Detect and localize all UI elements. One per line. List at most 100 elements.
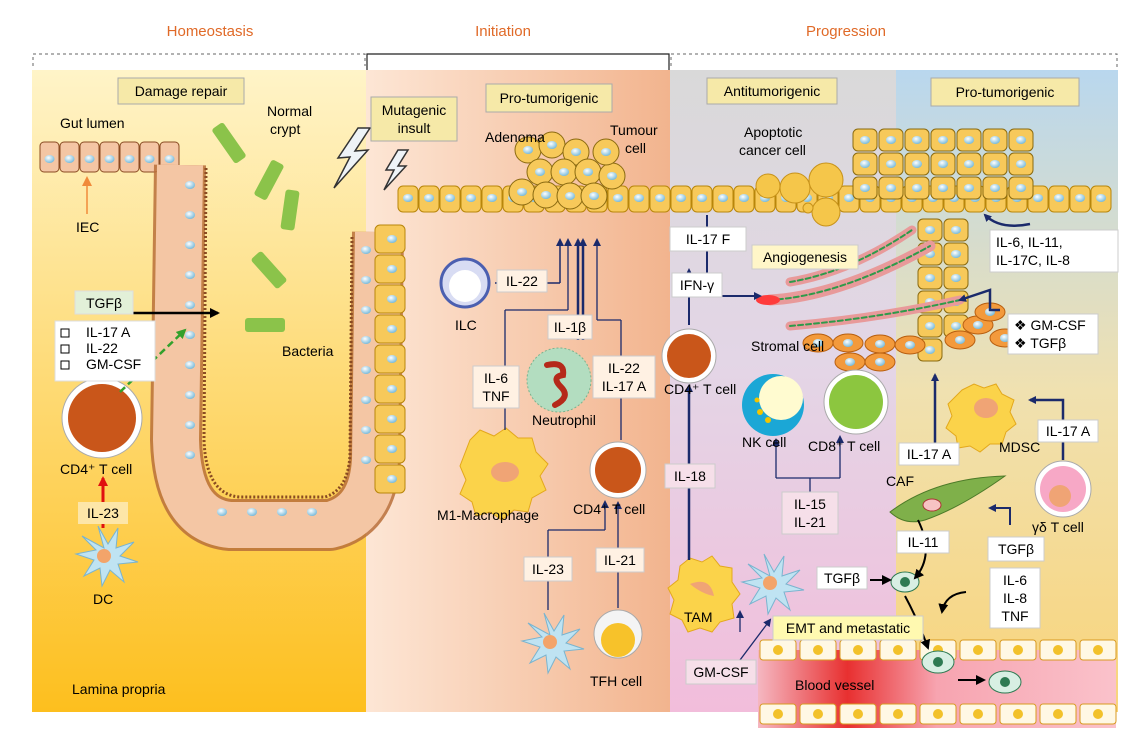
tgfb-homeostasis-label: TGFβ bbox=[86, 295, 122, 311]
cell-nucleus bbox=[84, 155, 95, 163]
cell-nucleus bbox=[813, 709, 823, 719]
tumour-cell-label-1: Tumour bbox=[610, 122, 658, 138]
cd4-t-cell-progression bbox=[661, 328, 717, 384]
lamina-propria-label: Lamina propria bbox=[72, 681, 166, 697]
cell-nucleus bbox=[559, 168, 569, 176]
cell-nucleus bbox=[1093, 709, 1103, 719]
cell-nucleus bbox=[739, 194, 749, 202]
cell-nucleus bbox=[547, 141, 557, 149]
apoptotic-cancer-cell bbox=[755, 162, 844, 227]
tnf-label: TNF bbox=[482, 388, 509, 404]
cell-nucleus bbox=[589, 192, 599, 200]
cell-nucleus bbox=[185, 421, 195, 429]
cd4-t-cell-homeostasis-label: CD4⁺ T cell bbox=[60, 461, 132, 477]
cell-nucleus bbox=[964, 136, 974, 144]
cell-nucleus bbox=[361, 396, 371, 404]
phase-homeostasis: Homeostasis bbox=[167, 23, 254, 40]
cell-nucleus bbox=[951, 250, 961, 258]
svg-text:Pro-tumorigenic: Pro-tumorigenic bbox=[956, 84, 1055, 100]
cell-nucleus bbox=[1033, 194, 1043, 202]
cell-nucleus bbox=[361, 456, 371, 464]
apoptotic-label-2: cancer cell bbox=[739, 142, 806, 158]
cell-nucleus bbox=[951, 226, 961, 234]
bacteria-rods bbox=[212, 122, 300, 332]
cell-nucleus bbox=[387, 325, 397, 333]
angiogenesis-label: Angiogenesis bbox=[763, 249, 847, 265]
svg-text:Mutagenic: Mutagenic bbox=[382, 102, 447, 118]
cell-nucleus bbox=[655, 194, 665, 202]
cell-nucleus bbox=[860, 184, 870, 192]
ilc-label: ILC bbox=[455, 317, 477, 333]
cell-nucleus bbox=[875, 340, 885, 348]
cell-nucleus bbox=[583, 168, 593, 176]
normal-crypt-label-1: Normal bbox=[267, 103, 312, 119]
cell-nucleus bbox=[990, 184, 1000, 192]
cell-nucleus bbox=[387, 265, 397, 273]
cell-nucleus bbox=[1016, 160, 1026, 168]
stromal-cell-label: Stromal cell bbox=[751, 338, 824, 354]
cd8-t-cell-label: CD8⁺ T cell bbox=[808, 438, 880, 454]
cell-nucleus bbox=[1075, 194, 1085, 202]
dendritic-cell-initiation bbox=[520, 612, 585, 675]
il21-progression-label: IL-21 bbox=[794, 514, 826, 530]
il-list-line2: IL-17C, IL-8 bbox=[996, 252, 1070, 268]
cell-nucleus bbox=[185, 361, 195, 369]
cell-nucleus bbox=[607, 172, 617, 180]
ifng-label: IFN-γ bbox=[680, 277, 714, 293]
cell-nucleus bbox=[938, 184, 948, 192]
nk-cell-label: NK cell bbox=[742, 434, 786, 450]
cell-nucleus bbox=[875, 358, 885, 366]
cell-nucleus bbox=[886, 184, 896, 192]
tam-label: TAM bbox=[684, 609, 713, 625]
cell-nucleus bbox=[601, 148, 611, 156]
cell-nucleus bbox=[387, 235, 397, 243]
tfh-cell bbox=[593, 609, 643, 659]
dendritic-cell-progression bbox=[740, 553, 805, 616]
gd-t-cell bbox=[1034, 460, 1092, 518]
cell-nucleus bbox=[361, 366, 371, 374]
cell-nucleus bbox=[718, 194, 728, 202]
cell-nucleus bbox=[185, 391, 195, 399]
cell-nucleus bbox=[387, 445, 397, 453]
tgfb-bullet: ❖ TGFβ bbox=[1014, 335, 1066, 351]
cell-nucleus bbox=[925, 226, 935, 234]
caf-cell bbox=[889, 475, 1007, 523]
caf-label: CAF bbox=[886, 473, 914, 489]
cell-nucleus bbox=[403, 194, 413, 202]
cell-nucleus bbox=[1013, 709, 1023, 719]
il17f-label: IL-17 F bbox=[686, 231, 730, 247]
cell-nucleus bbox=[853, 645, 863, 655]
cell-nucleus bbox=[487, 194, 497, 202]
cell-nucleus bbox=[517, 188, 527, 196]
cd4-t-cell-initiation bbox=[589, 441, 647, 499]
il22-il17a-line2: IL-17 A bbox=[602, 378, 647, 394]
cell-nucleus bbox=[933, 709, 943, 719]
cell-nucleus bbox=[424, 194, 434, 202]
gut-lumen-label: Gut lumen bbox=[60, 115, 125, 131]
cell-nucleus bbox=[905, 341, 915, 349]
tumour-mass bbox=[852, 128, 1034, 362]
cell-nucleus bbox=[535, 168, 545, 176]
cell-nucleus bbox=[773, 645, 783, 655]
svg-text:Antitumorigenic: Antitumorigenic bbox=[724, 83, 821, 99]
cell-nucleus bbox=[144, 155, 155, 163]
cell-nucleus bbox=[938, 136, 948, 144]
cell-nucleus bbox=[893, 645, 903, 655]
il11-label: IL-11 bbox=[908, 534, 939, 550]
tgfb-progression-b: TGFβ bbox=[998, 541, 1034, 557]
normal-crypt bbox=[39, 141, 404, 551]
cell-nucleus bbox=[104, 155, 115, 163]
il22-initiation-label: IL-22 bbox=[506, 273, 538, 289]
svg-text:Damage repair: Damage repair bbox=[135, 83, 228, 99]
cell-nucleus bbox=[912, 184, 922, 192]
il1b-label: IL-1β bbox=[554, 319, 586, 335]
cell-nucleus bbox=[164, 155, 175, 163]
cell-nucleus bbox=[466, 194, 476, 202]
adenoma bbox=[508, 131, 626, 210]
mdsc-cell bbox=[945, 383, 1017, 453]
cell-nucleus bbox=[973, 709, 983, 719]
cell-nucleus bbox=[307, 508, 317, 516]
neutrophil-label: Neutrophil bbox=[532, 412, 596, 428]
tfh-cell-label: TFH cell bbox=[590, 673, 642, 689]
m1-macrophage-label: M1-Macrophage bbox=[437, 507, 539, 523]
